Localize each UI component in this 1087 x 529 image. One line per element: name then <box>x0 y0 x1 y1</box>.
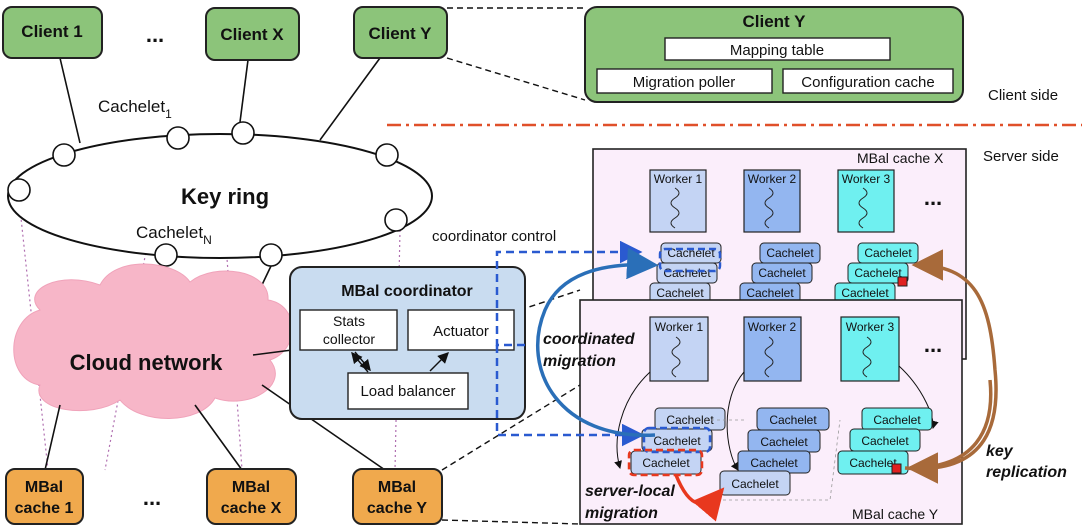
cache-y-box[interactable]: MBal cache Y <box>352 468 443 525</box>
server-y-cachelet-w2c: Cachelet <box>750 456 798 470</box>
server-y-cachelet-w2a: Cachelet <box>769 413 817 427</box>
caches-ellipsis: ... <box>143 485 161 510</box>
server-x-worker-3 <box>837 169 895 233</box>
cache-1-box[interactable]: MBal cache 1 <box>5 468 84 525</box>
coordinated-migration-label-line1: coordinated <box>543 331 636 348</box>
server-x-worker-3-label: Worker 3 <box>842 172 891 186</box>
key-ring: Key ring Cachelet1 CacheletN <box>7 97 433 259</box>
coordinator-control-dashed-path <box>495 240 645 447</box>
mapping-table-label: Mapping table <box>730 42 824 59</box>
server-x-cachelet-w3b: Cachelet <box>854 266 902 280</box>
server-x-worker-1-label: Worker 1 <box>654 172 703 186</box>
client-y-detail-panel: Client Y Mapping table Migration poller … <box>584 6 964 103</box>
configuration-cache-label: Configuration cache <box>801 74 934 91</box>
server-y-ellipsis: ... <box>924 332 942 357</box>
server-y-cachelet-w3b: Cachelet <box>861 434 909 448</box>
server-local-migration-arrow <box>674 474 725 522</box>
server-y-title: MBal cache Y <box>852 506 939 522</box>
server-x-cachelet-w3a: Cachelet <box>864 246 912 260</box>
cache-y-label-line1: MBal <box>378 479 416 496</box>
server-y-worker-3-label: Worker 3 <box>846 320 895 334</box>
cache-x-label-line1: MBal <box>232 479 270 496</box>
key-replication-arrow <box>904 249 998 471</box>
key-replication-arrow-return <box>906 379 993 484</box>
server-y-cachelet-w3a: Cachelet <box>873 413 921 427</box>
actuator-label: Actuator <box>433 323 489 340</box>
server-y-cachelet-w3c: Cachelet <box>849 456 897 470</box>
server-x-cachelet-w2c: Cachelet <box>746 286 794 300</box>
mbal-coordinator-panel: MBal coordinator Stats collector Actuato… <box>289 266 526 420</box>
server-x-cachelet-w3c: Cachelet <box>841 286 889 300</box>
client-ring-links <box>59 57 381 144</box>
cloud-network-label: Cloud network <box>70 350 224 375</box>
cachelet-1-label: Cachelet1 <box>98 97 172 121</box>
server-y-cachelet-w1b: Cachelet <box>653 434 701 448</box>
migration-poller-label: Migration poller <box>633 74 736 91</box>
coordinated-migration-label-line2: migration <box>543 353 616 370</box>
server-y-worker-2-label: Worker 2 <box>748 320 797 334</box>
server-y-cachelet-migrated: Cachelet <box>731 477 779 491</box>
server-local-migration-label-line2: migration <box>585 505 658 522</box>
cloud-cache-links <box>44 349 386 471</box>
coordinated-migration-arrow <box>535 247 659 437</box>
server-y-worker-1 <box>649 316 709 382</box>
clients-ellipsis: ... <box>146 22 164 47</box>
server-side-label: Server side <box>983 148 1059 165</box>
client-detail-title: Client Y <box>743 12 807 31</box>
client-x-box[interactable]: Client X <box>205 7 300 61</box>
zoom-line-cache-bottom <box>441 519 581 525</box>
client-1-label: Client 1 <box>21 22 82 41</box>
server-x-worker-2-label: Worker 2 <box>748 172 797 186</box>
cache-1-label-line1: MBal <box>25 479 63 496</box>
client-side-label: Client side <box>988 87 1058 104</box>
server-y-worker-1-label: Worker 1 <box>655 320 704 334</box>
key-replication-label-line2: replication <box>986 464 1067 481</box>
server-y-cachelet-w2b: Cachelet <box>760 435 808 449</box>
zoom-line-bottom <box>446 57 586 101</box>
client-x-label: Client X <box>220 25 284 44</box>
load-balancer-label: Load balancer <box>360 383 455 400</box>
server-x-ellipsis: ... <box>924 185 942 210</box>
coordinator-control-label: coordinator control <box>432 228 556 245</box>
server-x-cachelet-w2a: Cachelet <box>766 246 814 260</box>
server-y-worker-2 <box>743 316 802 382</box>
coordinator-title: MBal coordinator <box>341 283 473 300</box>
cache-x-label-line2: cache X <box>221 500 282 517</box>
cachelet-n-label: CacheletN <box>136 223 212 247</box>
server-x-cachelet-w1b: Cachelet <box>663 266 711 280</box>
server-x-worker-1 <box>649 169 707 233</box>
cache-x-box[interactable]: MBal cache X <box>206 468 297 525</box>
cache-1-label-line2: cache 1 <box>15 500 74 517</box>
server-cache-y-panel: MBal cache Y Worker 1 Worker 2 Worker 3 … <box>579 299 963 525</box>
cache-y-label-line2: cache Y <box>367 500 428 517</box>
stats-collector-label-line1: Stats <box>333 313 365 329</box>
key-replication-label-line1: key <box>986 443 1014 460</box>
server-x-title: MBal cache X <box>857 150 944 166</box>
stats-collector-label-line2: collector <box>323 331 375 347</box>
client-1-box[interactable]: Client 1 <box>2 6 103 59</box>
ring-nodes <box>7 121 408 267</box>
server-local-migration-label-line1: server-local <box>585 483 675 500</box>
key-ring-label: Key ring <box>181 184 269 209</box>
server-x-cachelet-w2b: Cachelet <box>758 266 806 280</box>
server-y-worker-3 <box>840 316 900 382</box>
client-y-label: Client Y <box>369 24 433 43</box>
server-y-cachelet-w1c: Cachelet <box>642 456 690 470</box>
server-y-cachelet-w1a: Cachelet <box>666 413 714 427</box>
cloud-network: Cloud network <box>13 263 293 419</box>
server-x-worker-2 <box>743 169 801 233</box>
server-x-cachelet-w1c: Cachelet <box>656 286 704 300</box>
client-y-box[interactable]: Client Y <box>353 6 448 59</box>
